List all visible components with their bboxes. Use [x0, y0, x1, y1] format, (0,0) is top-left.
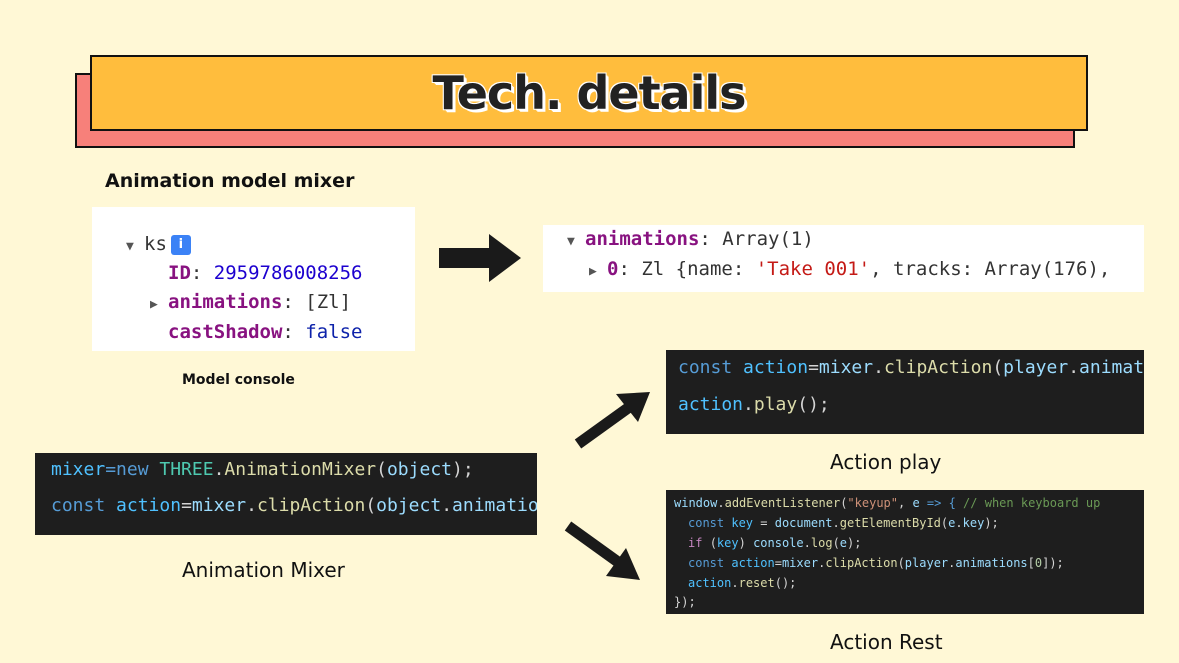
console-castshadow-row: castShadow: false	[168, 321, 363, 343]
section-heading: Animation model mixer	[105, 170, 355, 192]
console-animations-row[interactable]: ▶animations: [Zl]	[150, 291, 352, 313]
model-console-caption: Model console	[182, 372, 295, 388]
info-icon[interactable]: i	[170, 235, 191, 255]
code-line: const action=mixer.clipAction(object.ani…	[51, 495, 537, 516]
arrow-up-right-icon	[574, 392, 650, 449]
arrow-down-right-icon	[564, 521, 640, 580]
console-castshadow-key: castShadow	[168, 321, 283, 343]
code-line: const key = document.getElementById(e.ke…	[688, 516, 999, 530]
expand-down-icon[interactable]: ▼	[567, 234, 575, 249]
code-line: action.play();	[678, 394, 830, 415]
expand-down-icon[interactable]: ▼	[126, 239, 134, 254]
animation-mixer-caption: Animation Mixer	[182, 558, 345, 582]
code-line: window.addEventListener("keyup", e => { …	[674, 496, 1101, 510]
array-row-item-0[interactable]: ▶0: Zl {name: 'Take 001', tracks: Array(…	[589, 258, 1111, 280]
array-animations-value: Array(1)	[722, 228, 814, 250]
title-banner: Tech. details	[90, 55, 1088, 131]
array-item-name: 'Take 001'	[755, 258, 871, 280]
code-line: const action=mixer.clipAction(player.ani…	[678, 357, 1144, 378]
array-item-rest: , tracks: Array(176),	[870, 258, 1111, 280]
arrow-right-icon	[439, 234, 521, 282]
array-animations-key: animations	[585, 228, 700, 250]
code-line: const action=mixer.clipAction(player.ani…	[688, 556, 1064, 570]
animations-array-panel: ▼animations: Array(1) ▶0: Zl {name: 'Tak…	[543, 225, 1144, 292]
code-line: if (key) console.log(e);	[688, 536, 862, 550]
expand-right-icon[interactable]: ▶	[589, 264, 597, 279]
console-animations-key: animations	[168, 291, 283, 313]
array-item-type: Zl {name:	[641, 258, 756, 280]
action-play-code-panel: const action=mixer.clipAction(player.ani…	[666, 350, 1144, 434]
action-reset-code-panel: window.addEventListener("keyup", e => { …	[666, 490, 1144, 614]
action-play-caption: Action play	[830, 450, 942, 474]
console-id-row: ID: 2959786008256	[168, 262, 363, 284]
array-item-index: 0	[607, 258, 619, 280]
animation-mixer-code-panel: mixer=new THREE.AnimationMixer(object); …	[35, 453, 537, 535]
code-line: });	[674, 595, 696, 609]
console-castshadow-value: false	[305, 321, 363, 343]
console-id-key: ID	[168, 262, 191, 284]
code-line: action.reset();	[688, 576, 797, 590]
console-root-name: ks	[144, 233, 167, 255]
action-reset-caption: Action Rest	[830, 630, 943, 654]
code-line: mixer=new THREE.AnimationMixer(object);	[51, 459, 474, 480]
page-title: Tech. details	[432, 66, 746, 120]
expand-right-icon[interactable]: ▶	[150, 297, 158, 312]
console-animations-value: [Zl]	[305, 291, 352, 313]
array-row-animations[interactable]: ▼animations: Array(1)	[567, 228, 814, 250]
console-id-value: 2959786008256	[213, 262, 363, 284]
